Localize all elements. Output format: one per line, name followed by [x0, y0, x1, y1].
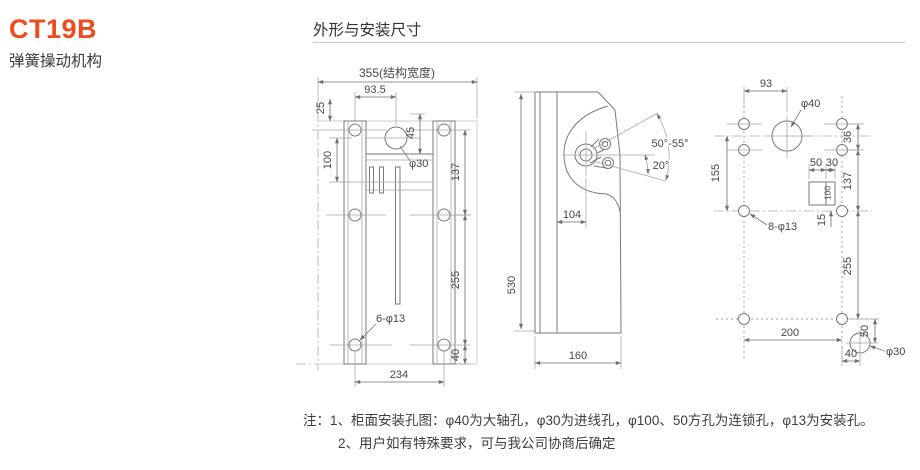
side-view-drawing: 50°-55° 20° 530 104 160: [506, 91, 690, 369]
dim-label-255: 255: [450, 271, 462, 289]
dim-label-255: 255: [842, 257, 854, 275]
dim-label-104: 104: [563, 209, 581, 221]
dim-label-30: 30: [826, 157, 838, 169]
dim-label-200: 200: [781, 327, 799, 339]
section-divider: [313, 42, 905, 43]
phi30-callout: φ30: [886, 346, 905, 358]
angle-20-label: 20°: [653, 160, 670, 172]
dim-label-45: 45: [405, 127, 417, 139]
section-title: 外形与安装尺寸: [313, 22, 422, 39]
dim-label-36: 36: [842, 131, 854, 143]
dim-label-40: 40: [450, 349, 462, 361]
dim-label-40: 40: [845, 348, 857, 360]
dim-label-25: 25: [315, 102, 327, 114]
product-code: CT19B: [9, 14, 98, 44]
dim-label-137: 137: [842, 172, 854, 190]
mounting-hole-drawing: 93 φ40 36 137 155 50 30 100 15 8-φ13 255…: [710, 78, 905, 366]
note-line-2: 2、用户如有特殊要求，可与我公司协商后确定: [338, 436, 616, 451]
notes: 注：1、柜面安装孔图：φ40为大轴孔，φ30为进线孔，φ100、50方孔为连锁孔…: [303, 409, 874, 455]
dim-label-530: 530: [506, 276, 518, 294]
product-name: 弹簧操动机构: [9, 53, 103, 70]
holes-callout-8-phi13: 8-φ13: [768, 221, 797, 233]
phi30-callout: φ30: [409, 158, 428, 170]
note-line-1: 注：1、柜面安装孔图：φ40为大轴孔，φ30为进线孔，φ100、50方孔为连锁孔…: [303, 413, 874, 428]
dim-label-137: 137: [450, 163, 462, 181]
dim-label-total-width: 355(结构宽度): [359, 65, 435, 80]
dim-label-50: 50: [810, 157, 822, 169]
front-view-drawing: 355(结构宽度) 93.5 25 45 φ30 100 137 255 40: [296, 65, 478, 387]
dim-label-160: 160: [569, 350, 587, 362]
dim-label-234: 234: [390, 369, 408, 381]
dim-label-93-5: 93.5: [364, 84, 385, 96]
dim-label-15: 15: [816, 214, 828, 226]
dim-label-50-offset: 50: [859, 325, 871, 337]
dim-label-93: 93: [760, 78, 772, 90]
dim-label-155: 155: [710, 164, 722, 182]
angle-range-label: 50°-55°: [652, 138, 689, 150]
dim-label-100: 100: [823, 186, 833, 200]
phi40-callout: φ40: [801, 98, 820, 110]
holes-callout-6-phi13: 6-φ13: [376, 313, 405, 325]
dim-label-100: 100: [322, 151, 334, 169]
